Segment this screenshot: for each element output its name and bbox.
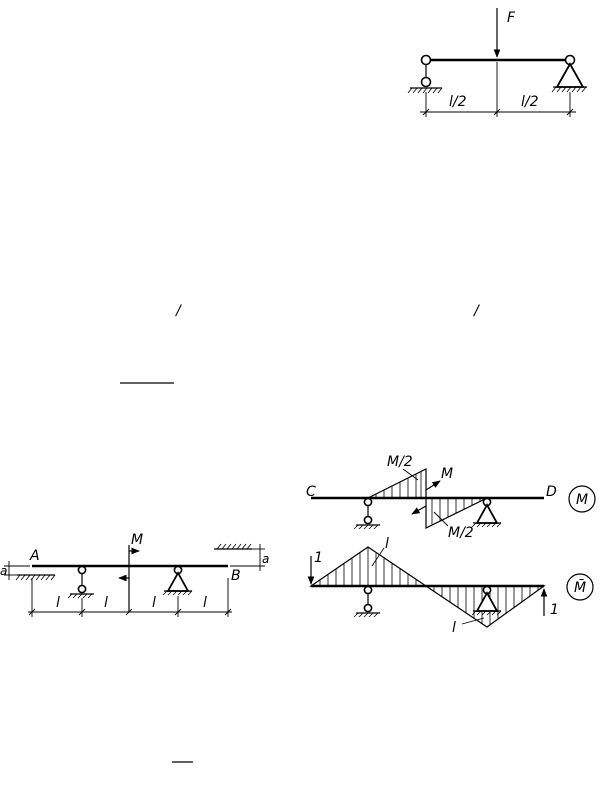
end-label-b: B	[231, 568, 241, 584]
moment-arrow	[425, 480, 441, 491]
figure-moment-diagram: C D M M	[306, 454, 596, 541]
slash-mark: /	[472, 303, 480, 319]
span-left-label: l/2	[449, 94, 467, 110]
peak-top-label: M/2	[387, 454, 413, 470]
unit-label-left: 1	[314, 550, 323, 566]
peak-top-label: l	[385, 536, 389, 552]
diagram-name: M	[576, 492, 588, 508]
right-pin-support	[551, 54, 587, 93]
span-label: l	[104, 595, 108, 611]
left-rod-support	[407, 54, 443, 94]
unit-label-right: 1	[550, 602, 559, 618]
peak-bottom-label: M/2	[448, 525, 474, 541]
pin-support	[162, 565, 193, 596]
peak-bottom-label: l	[452, 620, 456, 636]
moment-hatching	[375, 471, 481, 525]
span-right-label: l/2	[521, 94, 539, 110]
moment-label: M	[131, 532, 143, 548]
moment-arrow	[411, 505, 427, 515]
diagram-name-circle	[568, 485, 596, 513]
rod-support	[67, 565, 94, 599]
rod-support	[353, 585, 380, 618]
pin-support	[471, 497, 502, 528]
end-label-c: C	[306, 484, 316, 500]
end-label-d: D	[546, 484, 557, 500]
offset-label-left: a	[0, 564, 7, 578]
diagram-name-circle	[566, 573, 594, 601]
figure-beam-with-moment: A B a a	[0, 532, 269, 617]
figure-simply-supported-beam: F l/2 l/2	[407, 8, 587, 117]
moment-area-positive	[367, 468, 427, 499]
diagram-name: M̄	[574, 578, 586, 596]
end-label-a: A	[29, 548, 40, 564]
span-label: l	[203, 595, 207, 611]
slash-mark: /	[174, 303, 182, 319]
moment-label: M	[441, 466, 453, 482]
force-label: F	[507, 10, 516, 26]
rod-support	[353, 497, 380, 530]
figure-unit-diagram: 1 1 l l	[307, 536, 594, 636]
offset-label-right: a	[262, 552, 269, 566]
span-label: l	[56, 595, 60, 611]
span-label: l	[152, 595, 156, 611]
pin-support	[471, 585, 502, 616]
